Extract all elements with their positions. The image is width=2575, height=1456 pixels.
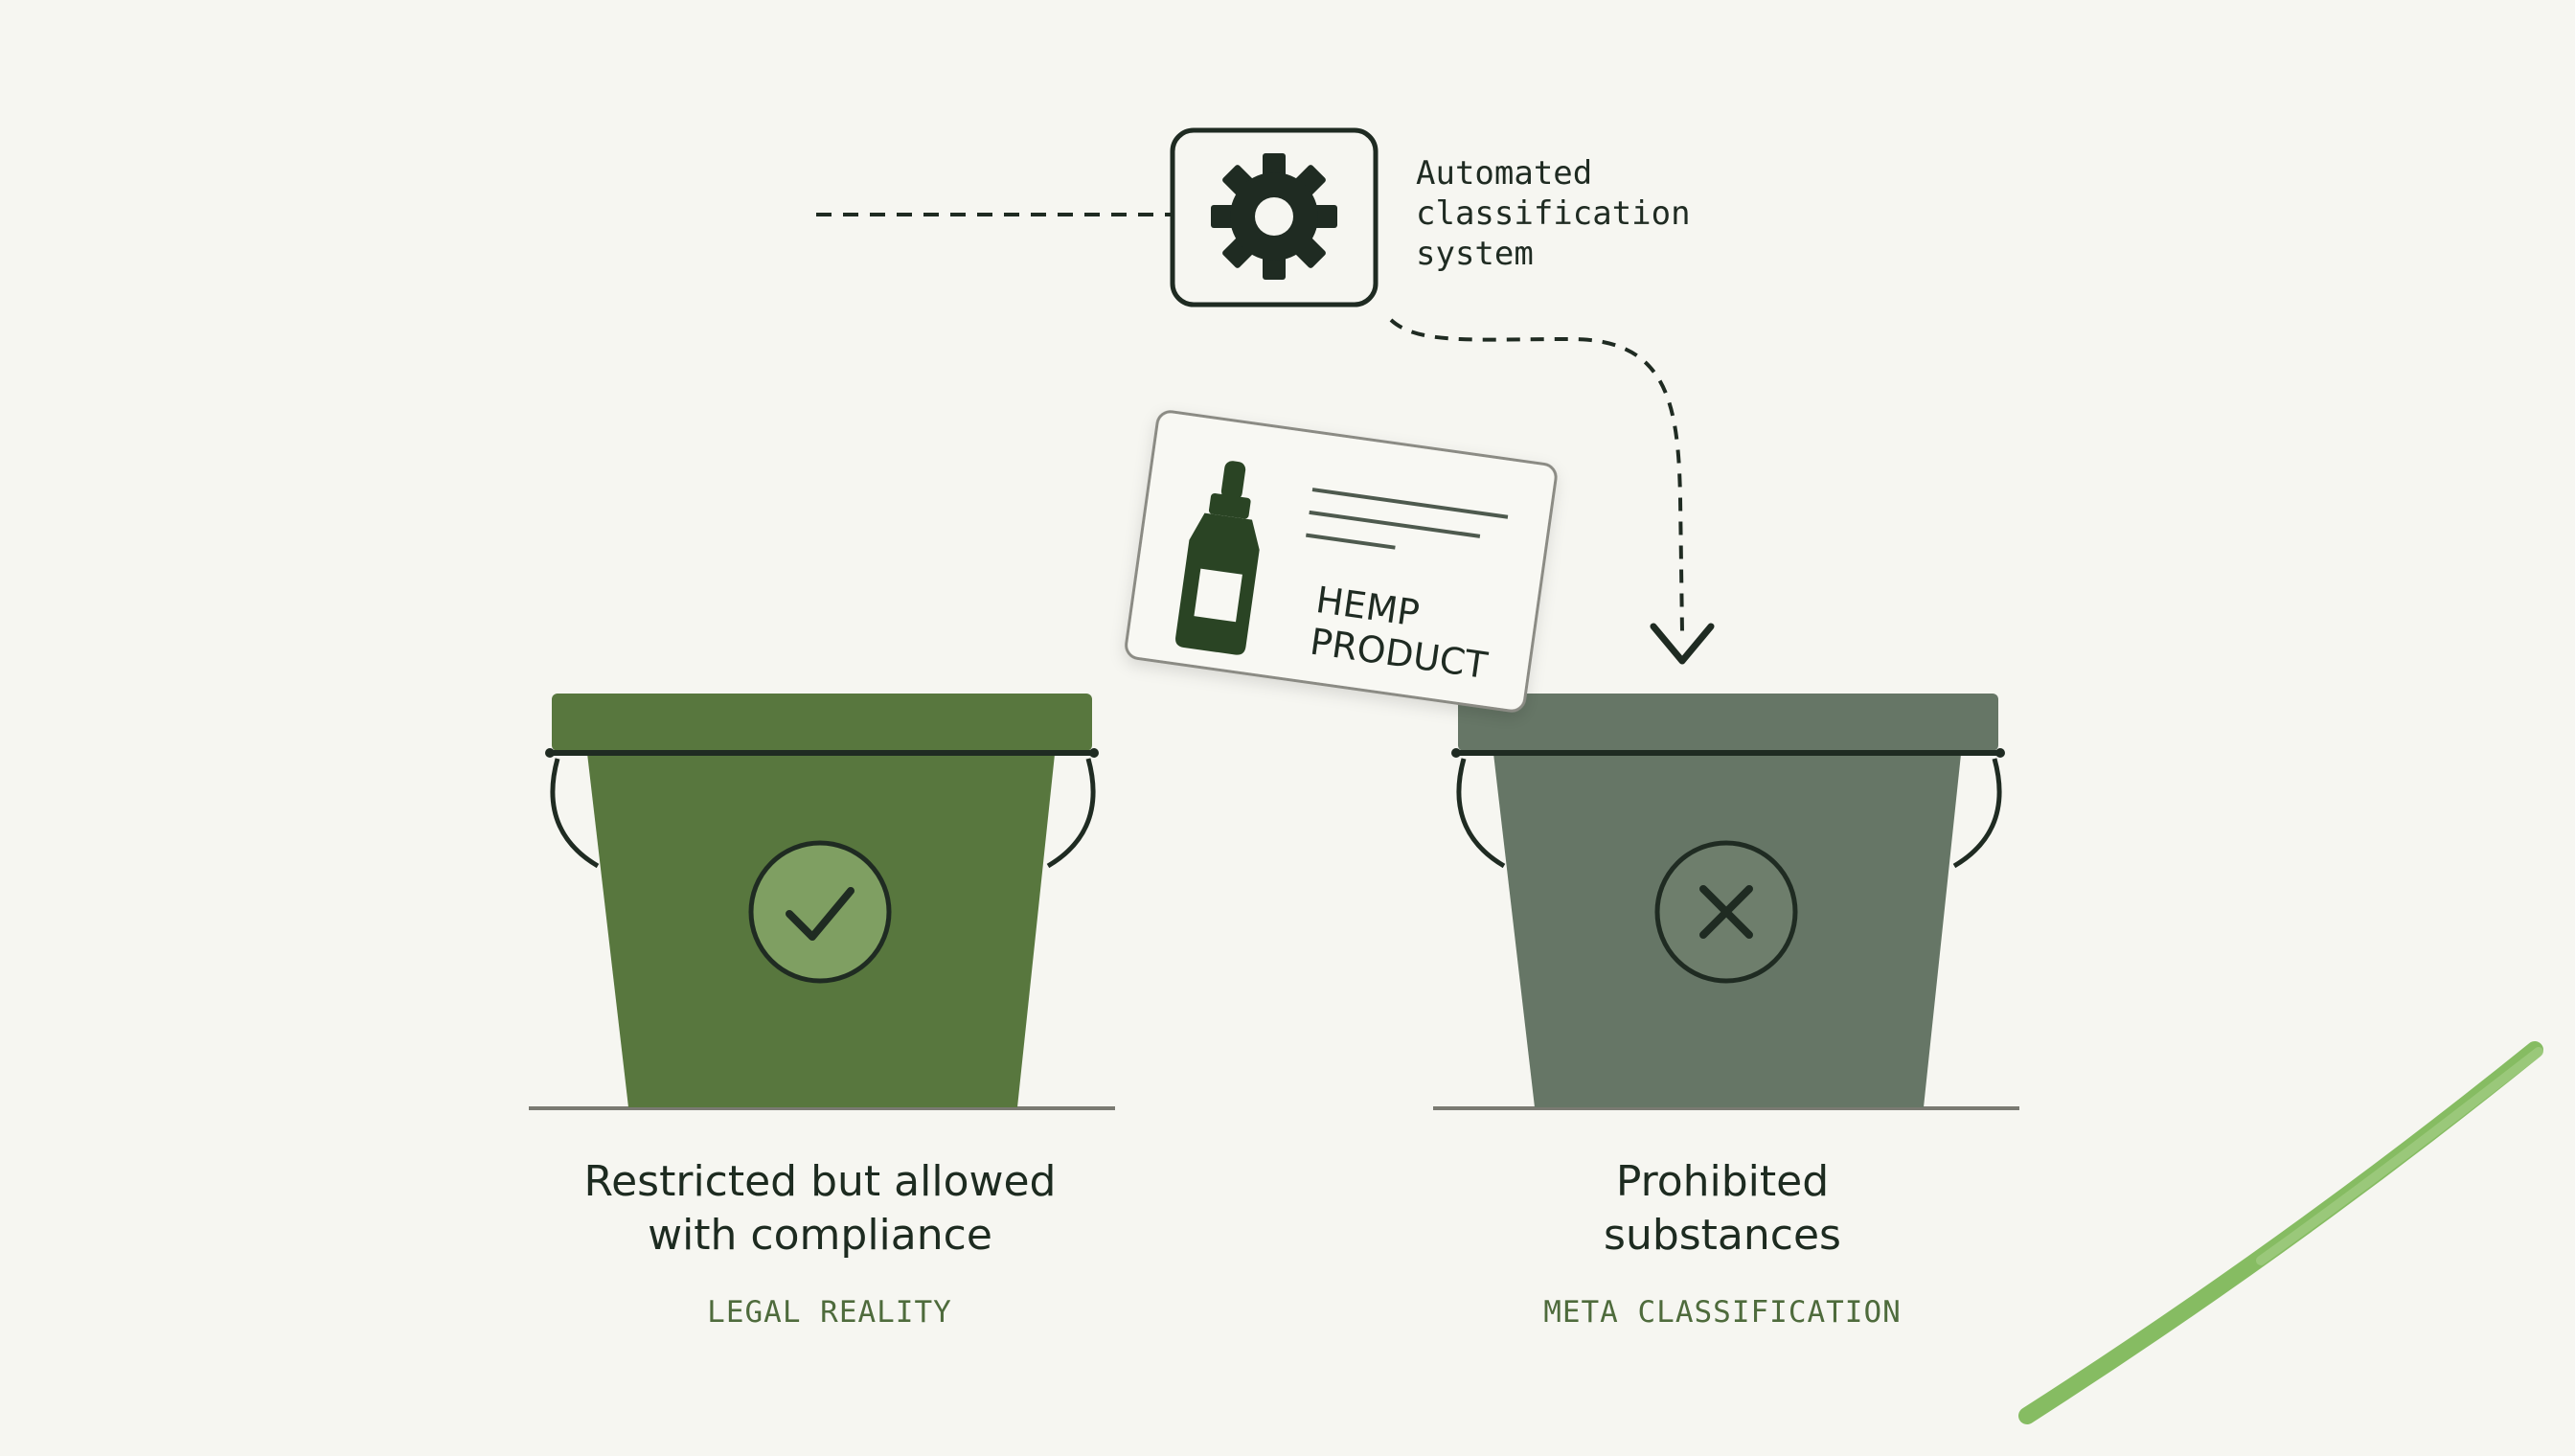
bucket-prohibited (1451, 694, 2005, 1107)
arrow-head (1650, 623, 1715, 665)
gear-icon (1211, 153, 1337, 280)
bucket-handle (550, 758, 600, 869)
system-box (1170, 127, 1379, 307)
bucket-prohibited-caption: META CLASSIFICATION (1543, 1295, 1902, 1330)
bucket-prohibited-title: Prohibited substances (1604, 1157, 1841, 1260)
bucket-legal-caption: LEGAL REALITY (707, 1295, 952, 1330)
bucket-handle (1456, 758, 1506, 869)
x-mark-icon (1654, 840, 1798, 984)
classification-dashed-arrow (1389, 318, 1684, 633)
hemp-product-card: HEMP PRODUCT (1125, 410, 1558, 713)
bucket-legal-title: Restricted but allowed with compliance (583, 1157, 1057, 1260)
bucket-rim (552, 694, 1092, 751)
bucket-legal (545, 694, 1099, 1107)
decorative-brush-stroke (2018, 1041, 2543, 1424)
bucket-handle (1952, 758, 2002, 869)
bucket-rim (1458, 694, 1998, 751)
checkmark-icon (748, 840, 892, 984)
system-label: Automated classification system (1416, 154, 1691, 273)
dropper-bottle-icon (1175, 461, 1260, 655)
bucket-handle (1046, 758, 1096, 869)
